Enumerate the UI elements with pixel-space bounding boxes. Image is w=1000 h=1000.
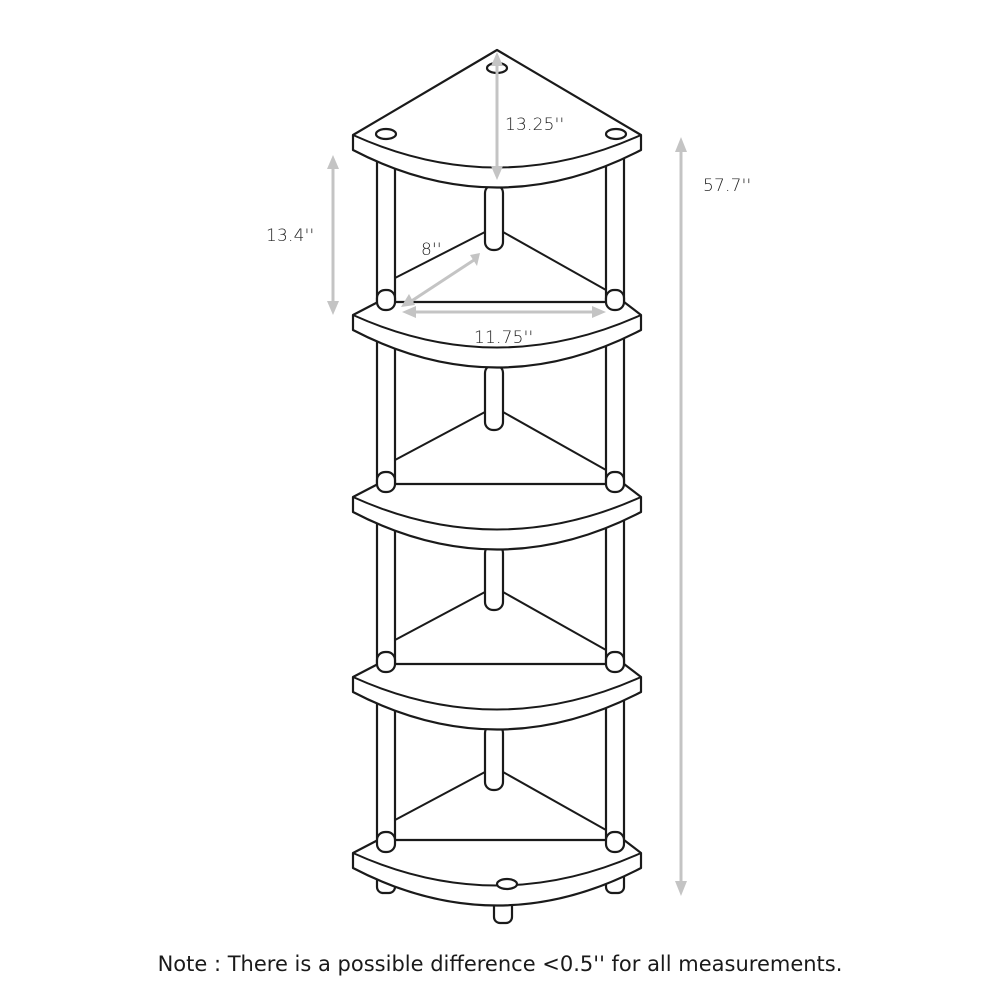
label-side-depth: 8'' — [421, 240, 442, 260]
dimension-side-depth — [401, 253, 480, 307]
shelf-back-edges — [394, 231, 607, 831]
shelf-4 — [351, 650, 643, 731]
dimension-depth-top — [491, 52, 503, 180]
label-total-height: 57.7'' — [703, 176, 752, 196]
measurement-note: Note : There is a possible difference <0… — [157, 952, 843, 976]
posts — [375, 148, 626, 925]
shelf-bottom — [351, 830, 643, 907]
dimension-width — [402, 306, 606, 318]
label-width: 11.75'' — [474, 328, 534, 348]
shelf-3 — [351, 470, 643, 551]
dimension-shelf-spacing — [327, 155, 339, 315]
shelf-2 — [351, 288, 643, 369]
label-shelf-spacing: 13.4'' — [266, 226, 315, 246]
dimension-total-height — [675, 137, 687, 896]
label-depth-top: 13.25'' — [505, 115, 565, 135]
